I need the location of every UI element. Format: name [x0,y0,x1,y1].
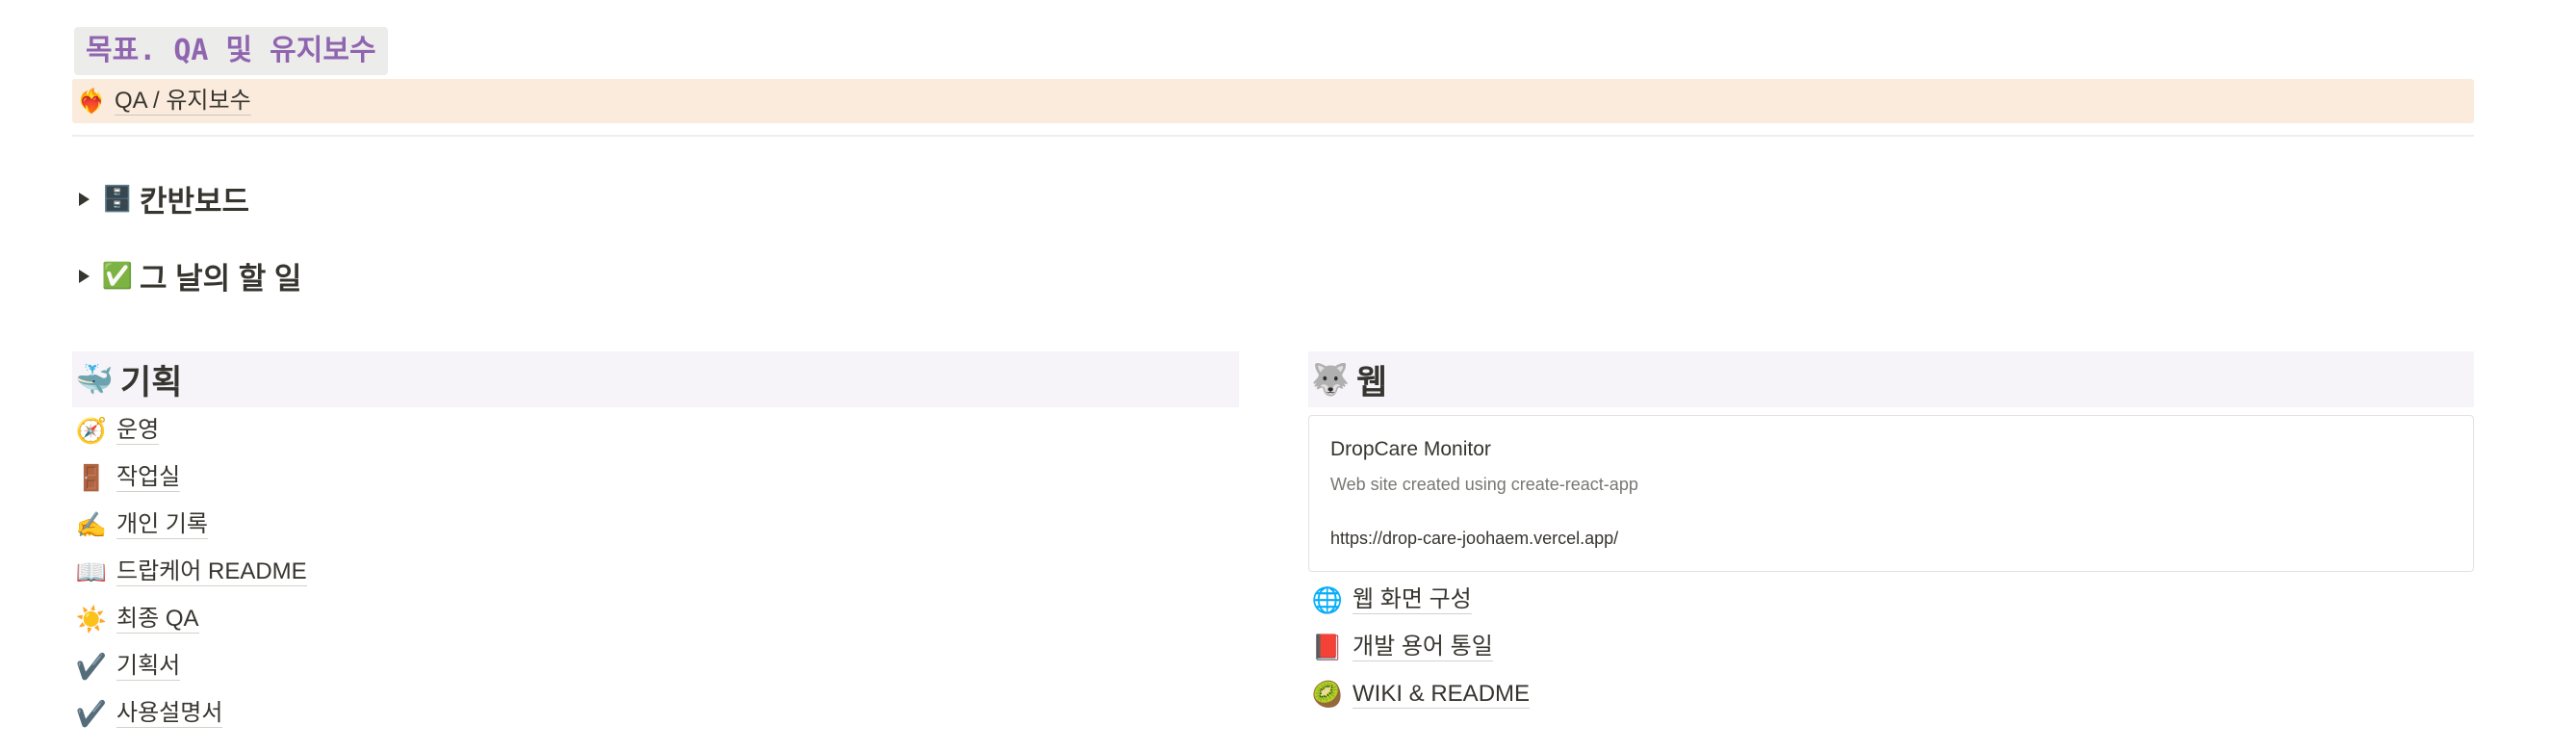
page-link-operations[interactable]: 🧭 운영 [76,407,307,454]
red-book-icon: 📕 [1311,633,1344,661]
file-cabinet-icon: 🗄️ [101,184,134,213]
planning-title: 기획 [120,363,183,401]
toggle-kanban-board[interactable]: 🗄️ 칸반보드 [79,177,249,220]
page-link-final-qa[interactable]: ☀️ 최종 QA [76,596,307,643]
bookmark-title: DropCare Monitor [1330,438,1491,460]
page-link-personal-notes[interactable]: ✍️ 개인 기록 [76,502,307,549]
callout-link-qa-maintenance[interactable]: QA / 유지보수 [115,87,251,116]
page-link-label: 웹 화면 구성 [1352,586,1472,614]
page-link-plan-document[interactable]: ✔️ 기획서 [76,643,307,690]
toggle-daily-tasks[interactable]: ✅ 그 날의 할 일 [79,254,301,298]
divider [72,135,2474,137]
planning-header: 🐳 기획 [72,351,1239,407]
toggle-triangle-icon[interactable] [79,192,90,206]
toggle-title: 그 날의 할 일 [140,262,302,296]
writing-pen-icon: ✍️ [75,510,108,539]
web-title: 웹 [1356,363,1388,401]
compass-icon: 🧭 [75,416,108,445]
globe-icon: 🌐 [1311,585,1344,614]
page-link-label: 드랍케어 README [116,558,307,586]
check-mark-icon: ✔️ [75,652,108,681]
page-link-workroom[interactable]: 🚪 작업실 [76,454,307,502]
wolf-icon: 🐺 [1311,362,1350,397]
page-link-label: 최종 QA [116,606,199,634]
callout-block: ❤️‍🔥 QA / 유지보수 [72,79,2474,123]
check-mark-icon: ✔️ [75,699,108,728]
page-link-label: 운영 [116,417,160,445]
check-mark-button-icon: ✅ [101,261,134,290]
page-link-label: 작업실 [116,464,181,492]
page-link-label: WIKI & README [1352,681,1531,709]
page-link-dev-terms[interactable]: 📕 개발 용어 통일 [1312,624,1530,671]
page-link-label: 사용설명서 [116,700,223,728]
page-title: 목표. QA 및 유지보수 [74,27,388,75]
bookmark-url: https://drop-care-joohaem.vercel.app/ [1330,529,1619,548]
toggle-triangle-icon[interactable] [79,269,90,283]
open-book-icon: 📖 [75,557,108,586]
page-link-wiki-readme[interactable]: 🥝 WIKI & README [1311,671,1531,718]
page-link-dropcare-readme[interactable]: 📖 드랍케어 README [76,549,307,596]
door-icon: 🚪 [75,463,108,492]
bookmark-card[interactable]: DropCare Monitor Web site created using … [1308,415,2474,572]
whale-icon: 🐳 [75,362,114,397]
bookmark-description: Web site created using create-react-app [1330,475,1638,494]
page-link-label: 기획서 [116,653,181,681]
page-link-label: 개인 기록 [116,511,208,539]
kiwi-icon: 🥝 [1311,680,1344,709]
page-link-user-manual[interactable]: ✔️ 사용설명서 [76,690,307,738]
toggle-title: 칸반보드 [140,185,250,219]
heart-on-fire-icon: ❤️‍🔥 [77,88,106,115]
web-header: 🐺 웹 [1308,351,2474,407]
page-link-web-screens[interactable]: 🌐 웹 화면 구성 [1312,577,1530,624]
planning-list: 🧭 운영 🚪 작업실 ✍️ 개인 기록 📖 드랍케어 README ☀️ 최종 … [76,407,307,738]
page-link-label: 개발 용어 통일 [1352,634,1493,661]
sun-icon: ☀️ [75,605,108,634]
web-list: 🌐 웹 화면 구성 📕 개발 용어 통일 🥝 WIKI & README [1311,577,1531,718]
